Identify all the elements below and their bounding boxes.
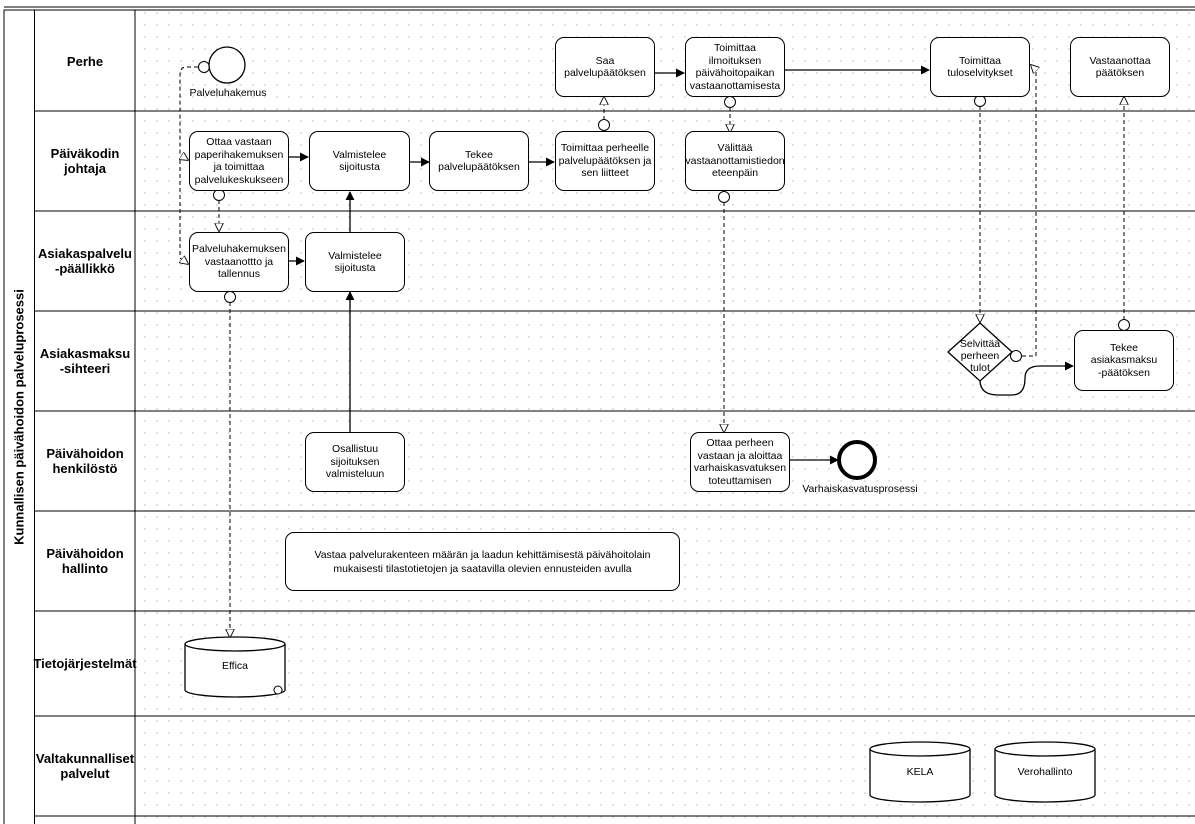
msg-start-to-ottaa — [180, 66, 198, 160]
end-event-label: Varhaiskasvatusprosessi — [802, 483, 918, 495]
datastore-effica[interactable] — [184, 636, 286, 698]
lane-label-perhe: Perhe — [66, 53, 104, 69]
task-toimittaa-ilmoituksen[interactable]: Toimittaa ilmoituksen päivähoitopaikan v… — [685, 37, 785, 97]
gateway-label: Selvittää perheen tulot — [959, 338, 1001, 374]
start-event-label: Palveluhakemus — [189, 87, 267, 99]
task-vastaanottaa-paatoksen[interactable]: Vastaanottaa päätöksen — [1070, 37, 1170, 97]
task-valittaa-vastaanottamistiedon[interactable]: Välittää vastaanottamistiedon eteenpäin — [685, 131, 785, 191]
gateway-diamond[interactable] — [947, 322, 1013, 382]
lane-label-tietojarjestelmat: Tietojärjestelmät — [33, 656, 137, 671]
pool-frame — [3, 6, 1195, 824]
lane-label-paivahoidon-henkilosto: Päivähoidon henkilöstö — [46, 446, 124, 476]
task-valmistelee-sijoitusta-paallikko[interactable]: Valmistelee sijoitusta — [305, 232, 405, 292]
lane-label-paivahoidon-hallinto: Päivähoidon hallinto — [46, 546, 124, 576]
task-toimittaa-perheelle[interactable]: Toimittaa perheelle palvelupäätöksen ja … — [555, 131, 655, 191]
msg-gateway-to-tuloselvitykset — [1022, 65, 1036, 357]
datastore-verohallinto[interactable] — [994, 741, 1096, 803]
datastore-kela[interactable] — [869, 741, 971, 803]
task-tekee-palvelupaatoksen[interactable]: Tekee palvelupäätöksen — [429, 131, 529, 191]
task-ottaa-vastaan-paperihakemuksen[interactable]: Ottaa vastaan paperihakemuksen ja toimit… — [189, 131, 289, 191]
lane-label-valtakunnalliset-palvelut: Valtakunnalliset palvelut — [35, 751, 135, 781]
task-palveluhakemuksen-vastaanotto[interactable]: Palveluhakemuksen vastaanottto ja tallen… — [189, 232, 289, 292]
flow-gateway-to-asiakasmaksu — [979, 361, 1074, 396]
task-osallistuu-sijoituksen-valmisteluun[interactable]: Osallistuu sijoituksen valmisteluun — [305, 432, 405, 492]
pool-title-text: Kunnallisen päivähoidon palveluprosessi — [11, 289, 27, 545]
end-event[interactable] — [837, 440, 877, 480]
hallinto-note[interactable]: Vastaa palvelurakenteen määrän ja laadun… — [285, 532, 680, 591]
sequence-flows — [289, 65, 1074, 465]
task-ottaa-perheen-vastaan[interactable]: Ottaa perheen vastaan ja aloittaa varhai… — [690, 432, 790, 492]
msg-start-to-hakemus — [180, 160, 188, 264]
task-valmistelee-sijoitusta-johtaja[interactable]: Valmistelee sijoitusta — [309, 131, 410, 191]
lane-label-paivakodin-johtaja: Päiväkodin johtaja — [50, 146, 120, 176]
start-event[interactable] — [208, 46, 246, 84]
datastore-kela-label: KELA — [906, 766, 934, 778]
task-toimittaa-tuloselvitykset[interactable]: Toimittaa tuloselvitykset — [930, 37, 1030, 97]
datastore-verohallinto-label: Verohallinto — [1017, 766, 1073, 778]
lane-label-asiakaspalvelupaallikko: Asiakaspalvelu -päällikkö — [38, 246, 132, 276]
task-tekee-asiakasmaksupaatoksen[interactable]: Tekee asiakasmaksu -päätöksen — [1074, 330, 1174, 391]
datastore-effica-label: Effica — [221, 660, 249, 672]
task-saa-palvelupaatoksen[interactable]: Saa palvelupäätöksen — [555, 37, 655, 97]
pool-title: Kunnallisen päivähoidon palveluprosessi — [4, 10, 35, 824]
lane-label-asiakasmaksusihteeri: Asiakasmaksu -sihteeri — [39, 346, 131, 376]
message-source-markers — [198, 61, 1130, 362]
message-flows — [180, 65, 1124, 637]
